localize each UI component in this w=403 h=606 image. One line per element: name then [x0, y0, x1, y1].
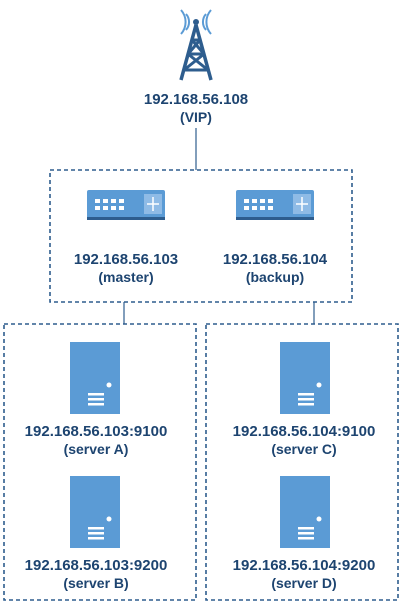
lb-master-ip-label: 192.168.56.103 — [74, 251, 178, 268]
switch-router-icon — [87, 190, 165, 220]
server-a-name-label: (server A) — [64, 441, 129, 457]
vip-ip-label: 192.168.56.108 — [144, 91, 248, 108]
server-d-name-label: (server D) — [271, 575, 336, 591]
server-c-name-label: (server C) — [271, 441, 336, 457]
load-balancer-group-box — [49, 169, 353, 303]
server-d-address-label: 192.168.56.104:9200 — [233, 557, 376, 574]
server-c-address-label: 192.168.56.104:9100 — [233, 423, 376, 440]
server-group-b-box — [205, 323, 399, 601]
server-a-address-label: 192.168.56.103:9100 — [25, 423, 168, 440]
server-group-a-box — [3, 323, 197, 601]
vip-role-label: (VIP) — [180, 109, 212, 125]
server-icon — [70, 476, 120, 548]
lb-backup-role-label: (backup) — [246, 269, 304, 285]
lb-backup-ip-label: 192.168.56.104 — [223, 251, 328, 268]
server-icon — [280, 342, 330, 414]
switch-router-icon — [236, 190, 314, 220]
antenna-tower-icon — [179, 9, 213, 81]
server-b-address-label: 192.168.56.103:9200 — [25, 557, 168, 574]
lb-master-role-label: (master) — [98, 269, 153, 285]
server-icon — [70, 342, 120, 414]
server-icon — [280, 476, 330, 548]
server-b-name-label: (server B) — [63, 575, 128, 591]
